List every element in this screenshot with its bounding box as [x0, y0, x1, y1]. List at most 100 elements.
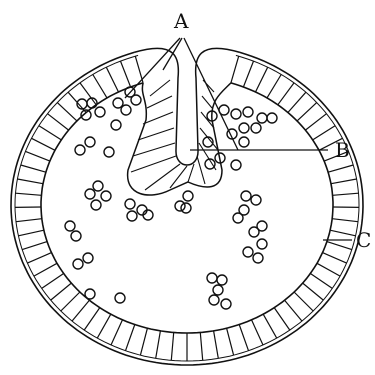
wall-cell	[16, 219, 42, 222]
mesenchyme-cell	[65, 221, 75, 231]
wall-cell	[263, 314, 277, 338]
wall-cell	[200, 333, 202, 361]
wall-cell	[243, 61, 253, 87]
wall-cell	[97, 314, 111, 338]
mesenchyme-cell	[257, 113, 267, 123]
wall-cell	[317, 263, 340, 276]
mesenchyme-cell	[104, 147, 114, 157]
mesenchyme-cell	[121, 105, 131, 115]
mesenchyme-cell	[251, 123, 261, 133]
gut-outer-wall	[128, 83, 231, 195]
wall-cell	[328, 165, 353, 172]
mesenchyme-cell	[181, 203, 191, 213]
gut-cell	[143, 112, 173, 124]
wall-cell	[156, 331, 161, 359]
outer-contour-inner	[15, 55, 359, 361]
mesenchyme-cell	[183, 191, 193, 201]
wall-cell	[305, 114, 326, 130]
wall-cell	[34, 263, 57, 276]
mesenchyme-cell	[233, 213, 243, 223]
label-a: A	[173, 9, 189, 33]
wall-cell	[61, 292, 80, 311]
wall-cell	[27, 253, 51, 264]
wall-cell	[214, 331, 219, 359]
mesenchyme-cell	[243, 107, 253, 117]
mesenchyme-cell	[91, 200, 101, 210]
mesenchyme-cell	[231, 160, 241, 170]
leader-a-right	[184, 38, 238, 150]
wall-cell	[106, 67, 118, 92]
mesenchyme-cell	[125, 199, 135, 209]
wall-cell	[84, 308, 100, 331]
wall-cell	[72, 300, 89, 321]
gut-cell	[133, 143, 175, 156]
gut-cell	[138, 128, 174, 140]
mesenchyme-cell	[267, 113, 277, 123]
leader-a-left	[125, 38, 180, 98]
label-b: B	[335, 138, 350, 162]
outer-cell-wall	[11, 52, 363, 365]
gut-cell	[145, 164, 180, 190]
mesenchyme-cell	[257, 239, 267, 249]
wall-cell	[332, 219, 358, 222]
mesenchyme-cell	[251, 195, 261, 205]
wall-cell	[48, 114, 69, 130]
mesenchyme-cell	[93, 181, 103, 191]
mesenchyme-cell	[101, 191, 111, 201]
wall-cell	[140, 328, 147, 355]
wall-cell	[310, 274, 332, 289]
wall-cell	[39, 126, 61, 140]
mesenchyme-cell	[239, 137, 249, 147]
wall-cell	[126, 325, 135, 351]
outer-contour	[11, 52, 363, 365]
wall-cell	[256, 67, 268, 92]
mesenchyme-cell	[217, 275, 227, 285]
wall-cell	[313, 126, 335, 140]
mesenchyme-cell	[95, 107, 105, 117]
gut-cell	[131, 156, 176, 172]
mesenchyme-cell	[253, 253, 263, 263]
mesenchyme-cell	[85, 189, 95, 199]
mesenchyme-cell	[73, 259, 83, 269]
gut-cell	[147, 96, 172, 108]
wall-cell	[26, 151, 50, 161]
mesenchyme-cell	[115, 293, 125, 303]
wall-cell	[252, 320, 264, 345]
wall-cell	[22, 242, 47, 250]
wall-cell	[297, 103, 317, 121]
wall-cell	[32, 138, 56, 150]
wall-cell	[21, 165, 46, 172]
mesenchyme-cell	[241, 191, 251, 201]
wall-cell	[274, 308, 290, 331]
wall-cell	[267, 75, 281, 98]
mesenchyme-cell	[83, 253, 93, 263]
mesenchyme-cell	[131, 95, 141, 105]
wall-cell	[231, 56, 239, 83]
mesenchyme-cell	[239, 123, 249, 133]
mesenchyme-cell	[213, 285, 223, 295]
wall-cell	[171, 333, 173, 361]
gut-cell	[197, 156, 205, 184]
wall-cell	[327, 242, 352, 250]
mesenchyme-cell	[207, 273, 217, 283]
wall-cell	[239, 325, 248, 351]
wall-cell	[227, 328, 234, 355]
mesenchyme-cell	[85, 137, 95, 147]
wall-cell	[331, 179, 357, 184]
wall-cell	[288, 92, 306, 112]
wall-cell	[121, 61, 131, 87]
wall-cell	[323, 253, 347, 264]
wall-cell	[51, 283, 72, 300]
mesenchyme-cell	[85, 289, 95, 299]
label-c: C	[356, 228, 371, 252]
wall-cell	[333, 193, 359, 195]
wall-cell	[17, 179, 43, 184]
mesenchyme-cell	[231, 109, 241, 119]
mesenchyme-cell	[113, 98, 123, 108]
mesenchyme-cell	[111, 120, 121, 130]
mesenchyme-cells	[65, 87, 277, 309]
invaginated-archenteron	[128, 48, 240, 195]
wall-cell	[57, 103, 77, 121]
mesenchyme-cell	[127, 211, 137, 221]
